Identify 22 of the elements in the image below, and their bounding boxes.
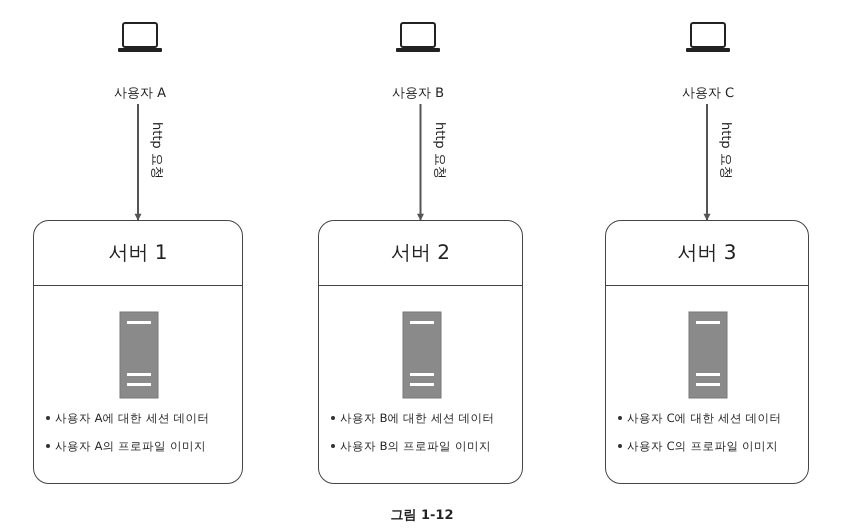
server-title: 서버 3 [676,239,738,266]
edge-label: http 요청 [717,122,734,179]
bullet-item: 사용자 A의 프로파일 이미지 [55,439,206,453]
arrow [134,104,142,221]
server-box [33,220,243,484]
bullet-item: 사용자 C에 대한 세션 데이터 [627,411,782,425]
user-label: 사용자 B [390,85,446,102]
user-label: 사용자 A [112,85,168,102]
figure-caption: 그림 1-12 [389,507,455,524]
bullet-item: 사용자 A에 대한 세션 데이터 [55,411,210,425]
bullet-item: 사용자 C의 프로파일 이미지 [627,439,778,453]
arrow [704,104,710,221]
user-label: 사용자 C [680,85,736,102]
bullet-item: 사용자 B의 프로파일 이미지 [340,439,491,453]
edge-label: http 요청 [148,122,165,179]
server-box [605,220,809,484]
server-title: 서버 2 [390,239,452,266]
server-box [318,220,523,484]
edge-label: http 요청 [430,122,448,179]
arrow [417,104,424,221]
bullet-item: 사용자 B에 대한 세션 데이터 [340,411,495,425]
server-title: 서버 1 [107,239,169,266]
